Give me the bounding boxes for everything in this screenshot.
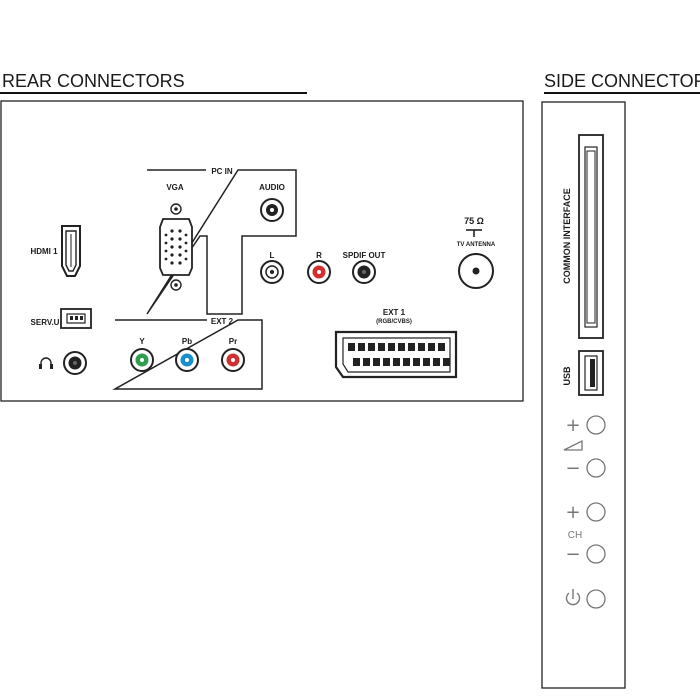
component-y-label: Y <box>139 337 145 346</box>
side-connectors-title: SIDE CONNECTORS <box>544 71 700 91</box>
scart-pin <box>378 343 385 351</box>
scart-pin <box>433 358 440 366</box>
component-pb-label: Pb <box>182 337 192 346</box>
ext2-label: EXT 2 <box>211 317 234 326</box>
scart-pin <box>408 343 415 351</box>
antenna-impedance: 75 Ω <box>464 216 484 226</box>
audio-r-label: R <box>316 251 322 260</box>
volume-minus-glyph: − <box>565 458 580 479</box>
scart-pin <box>423 358 430 366</box>
scart-pin <box>353 358 360 366</box>
component-pr-jack[interactable] <box>221 348 245 372</box>
ext2-outline <box>112 319 263 390</box>
scart-pin <box>368 343 375 351</box>
scart-pin <box>438 343 445 351</box>
headphone-icon <box>39 357 53 369</box>
scart-pin <box>363 358 370 366</box>
scart-pin <box>373 358 380 366</box>
scart-pin <box>393 358 400 366</box>
scart-pin <box>413 358 420 366</box>
vga-port[interactable] <box>159 203 193 291</box>
channel-plus-glyph: + <box>565 502 580 523</box>
antenna-symbol-icon <box>466 229 482 237</box>
servu-port[interactable] <box>60 308 92 329</box>
power-button[interactable] <box>586 589 606 609</box>
audio-r-jack[interactable] <box>307 260 331 284</box>
power-icon <box>565 589 581 606</box>
channel-down-button[interactable] <box>586 544 606 564</box>
spdif-jack[interactable] <box>352 260 376 284</box>
ext1-label: EXT 1 <box>383 308 406 317</box>
servu-label: SERV.U <box>31 318 60 327</box>
usb-port[interactable] <box>578 350 604 396</box>
rear-connectors-title: REAR CONNECTORS <box>2 71 185 91</box>
volume-down-button[interactable] <box>586 458 606 478</box>
pc-in-label: PC IN <box>211 167 233 176</box>
usb-label: USB <box>562 366 572 386</box>
pc-audio-jack[interactable] <box>260 198 284 222</box>
scart-pin <box>443 358 450 366</box>
component-pr-label: Pr <box>229 337 237 346</box>
volume-icon <box>563 439 583 451</box>
scart-pin <box>398 343 405 351</box>
scart-pin <box>403 358 410 366</box>
scart-pin <box>383 358 390 366</box>
channel-label: CH <box>568 530 582 541</box>
audio-label: AUDIO <box>259 183 285 192</box>
volume-up-button[interactable] <box>586 415 606 435</box>
audio-l-label: L <box>270 251 275 260</box>
common-interface-label: COMMON INTERFACE <box>562 188 572 284</box>
scart-port[interactable] <box>334 330 458 379</box>
channel-minus-glyph: − <box>565 544 580 565</box>
ext1-sublabel: (RGB/CVBS) <box>376 319 412 325</box>
audio-l-jack[interactable] <box>260 260 284 284</box>
headphone-jack[interactable] <box>63 351 87 375</box>
scart-pin <box>348 343 355 351</box>
scart-pin <box>428 343 435 351</box>
vga-label: VGA <box>166 183 184 192</box>
antenna-label: TV ANTENNA <box>457 242 496 248</box>
hdmi-label: HDMI 1 <box>30 247 58 256</box>
scart-pin <box>418 343 425 351</box>
scart-pin <box>358 343 365 351</box>
antenna-port[interactable] <box>458 253 494 289</box>
spdif-label: SPDIF OUT <box>343 251 386 260</box>
component-y-jack[interactable] <box>130 348 154 372</box>
scart-pin <box>388 343 395 351</box>
hdmi-port[interactable] <box>61 225 81 277</box>
channel-up-button[interactable] <box>586 502 606 522</box>
component-pb-jack[interactable] <box>175 348 199 372</box>
volume-plus-glyph: + <box>565 415 580 436</box>
common-interface-slot[interactable] <box>578 134 604 339</box>
